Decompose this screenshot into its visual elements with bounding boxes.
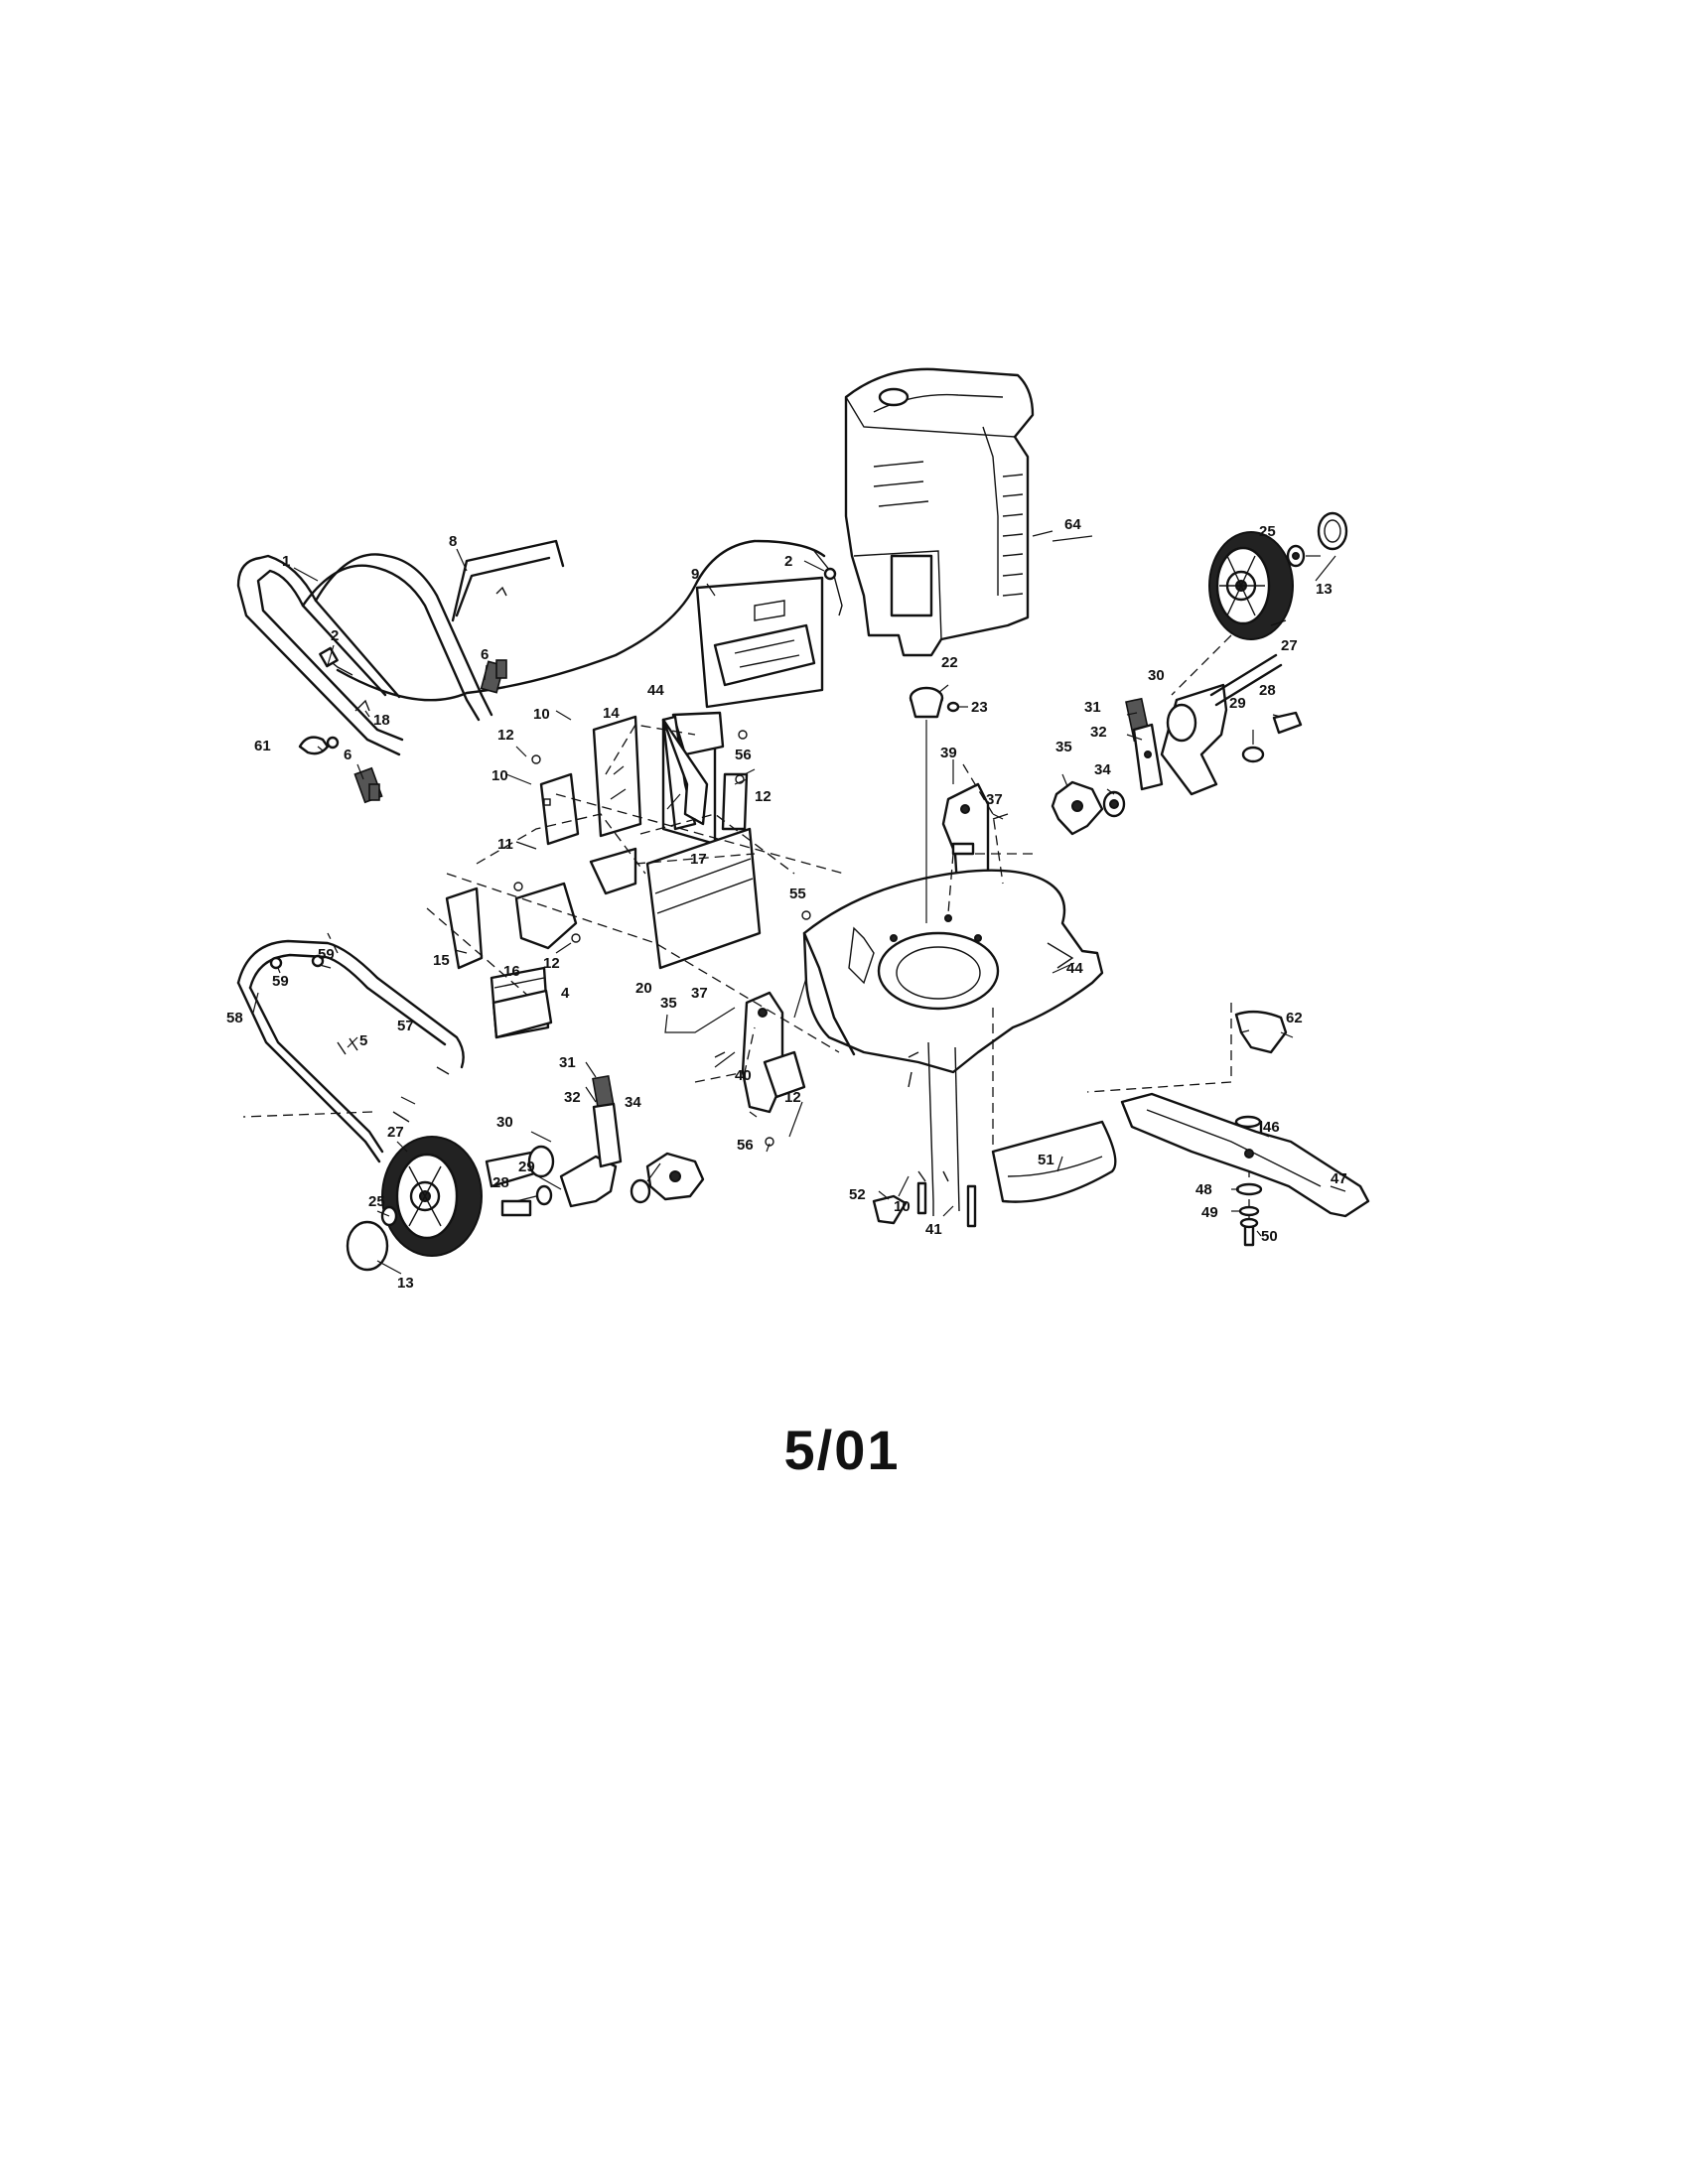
callout-37: 37 [986, 791, 1003, 808]
callout-40: 40 [735, 1067, 752, 1084]
mulch-plate-part [872, 1041, 1117, 1228]
callout-15: 15 [433, 952, 450, 969]
callout-48: 48 [1195, 1181, 1212, 1198]
callout-44: 44 [1066, 960, 1083, 977]
callout-10: 10 [533, 706, 550, 723]
assembly-guide-lines [242, 634, 1250, 1221]
callout-44: 44 [647, 682, 664, 699]
callout-27: 27 [1281, 637, 1298, 654]
part-callouts: 1 2 2 4 5 6 6 8 9 10 10 10 11 12 12 12 1… [226, 516, 1347, 1292]
callout-52: 52 [849, 1186, 866, 1203]
callout-30: 30 [496, 1114, 513, 1131]
callout-32: 32 [564, 1089, 581, 1106]
callout-34: 34 [1094, 761, 1111, 778]
callout-12: 12 [784, 1089, 801, 1106]
callout-13: 13 [1316, 581, 1333, 598]
callout-leader-lines [252, 530, 1346, 1275]
callout-20: 20 [635, 980, 652, 997]
mower-blade-part [1120, 1092, 1370, 1218]
callout-41: 41 [925, 1221, 942, 1238]
blade-bolt-hardware-part [1235, 1182, 1263, 1247]
callout-9: 9 [691, 566, 699, 583]
callout-47: 47 [1331, 1170, 1347, 1187]
callout-10: 10 [491, 767, 508, 784]
wheel-washer-part [1286, 544, 1306, 568]
lower-handle-part [236, 939, 465, 1163]
callout-6: 6 [481, 646, 489, 663]
callout-2: 2 [784, 553, 792, 570]
callout-18: 18 [373, 712, 390, 729]
callout-59: 59 [272, 973, 289, 990]
callout-16: 16 [503, 963, 520, 980]
callout-12: 12 [497, 727, 514, 744]
callout-10: 10 [894, 1198, 911, 1215]
callout-57: 57 [397, 1018, 414, 1034]
callout-56: 56 [737, 1137, 754, 1154]
callout-12: 12 [543, 955, 560, 972]
callout-46: 46 [1263, 1119, 1280, 1136]
callout-49: 49 [1201, 1204, 1218, 1221]
callout-29: 29 [1229, 695, 1246, 712]
callout-58: 58 [226, 1010, 243, 1026]
callout-31: 31 [1084, 699, 1101, 716]
callout-25: 25 [368, 1193, 385, 1210]
callout-30: 30 [1148, 667, 1165, 684]
callout-32: 32 [1090, 724, 1107, 741]
mower-deck-part [802, 869, 1104, 1074]
callout-2: 2 [331, 627, 339, 644]
callout-51: 51 [1038, 1152, 1054, 1168]
callout-22: 22 [941, 654, 958, 671]
rear-door-part [491, 989, 553, 1039]
callout-6: 6 [344, 747, 351, 763]
callout-1: 1 [282, 553, 290, 570]
bracket-assembly-part [445, 711, 811, 1039]
upper-handle-part [236, 553, 493, 756]
control-panel-part [695, 576, 824, 709]
callout-23: 23 [971, 699, 988, 716]
engine-part [844, 367, 1035, 657]
callout-37: 37 [691, 985, 708, 1002]
callout-13: 13 [397, 1275, 414, 1292]
callout-28: 28 [492, 1174, 509, 1191]
callout-17: 17 [690, 851, 707, 868]
callout-61: 61 [254, 738, 271, 754]
callout-12: 12 [755, 788, 772, 805]
callout-56: 56 [735, 747, 752, 763]
hubcap-right-part [1317, 511, 1348, 551]
callout-39: 39 [940, 745, 957, 761]
callout-31: 31 [559, 1054, 576, 1071]
callout-59: 59 [318, 946, 335, 963]
callout-34: 34 [625, 1094, 641, 1111]
callout-5: 5 [359, 1032, 367, 1049]
callout-28: 28 [1259, 682, 1276, 699]
handle-knob-part [353, 659, 507, 804]
callout-50: 50 [1261, 1228, 1278, 1245]
control-bar-part [451, 539, 565, 622]
front-wheel-left-part [381, 1136, 483, 1257]
callout-14: 14 [603, 705, 620, 722]
handle-clips-part [298, 699, 370, 755]
callout-25: 25 [1259, 523, 1276, 540]
callout-35: 35 [660, 995, 677, 1012]
callout-64: 64 [1064, 516, 1081, 533]
callout-35: 35 [1055, 739, 1072, 755]
callout-62: 62 [1286, 1010, 1303, 1026]
callout-11: 11 [497, 836, 513, 853]
revision-date: 5/01 [783, 1419, 901, 1481]
rear-wheel-right-part [1208, 531, 1294, 640]
height-adjuster-left-part [485, 991, 806, 1217]
control-cable-part [319, 539, 843, 702]
callout-27: 27 [387, 1124, 404, 1141]
callout-29: 29 [518, 1159, 535, 1175]
callout-8: 8 [449, 533, 457, 550]
callout-55: 55 [789, 886, 806, 902]
callout-4: 4 [561, 985, 570, 1002]
